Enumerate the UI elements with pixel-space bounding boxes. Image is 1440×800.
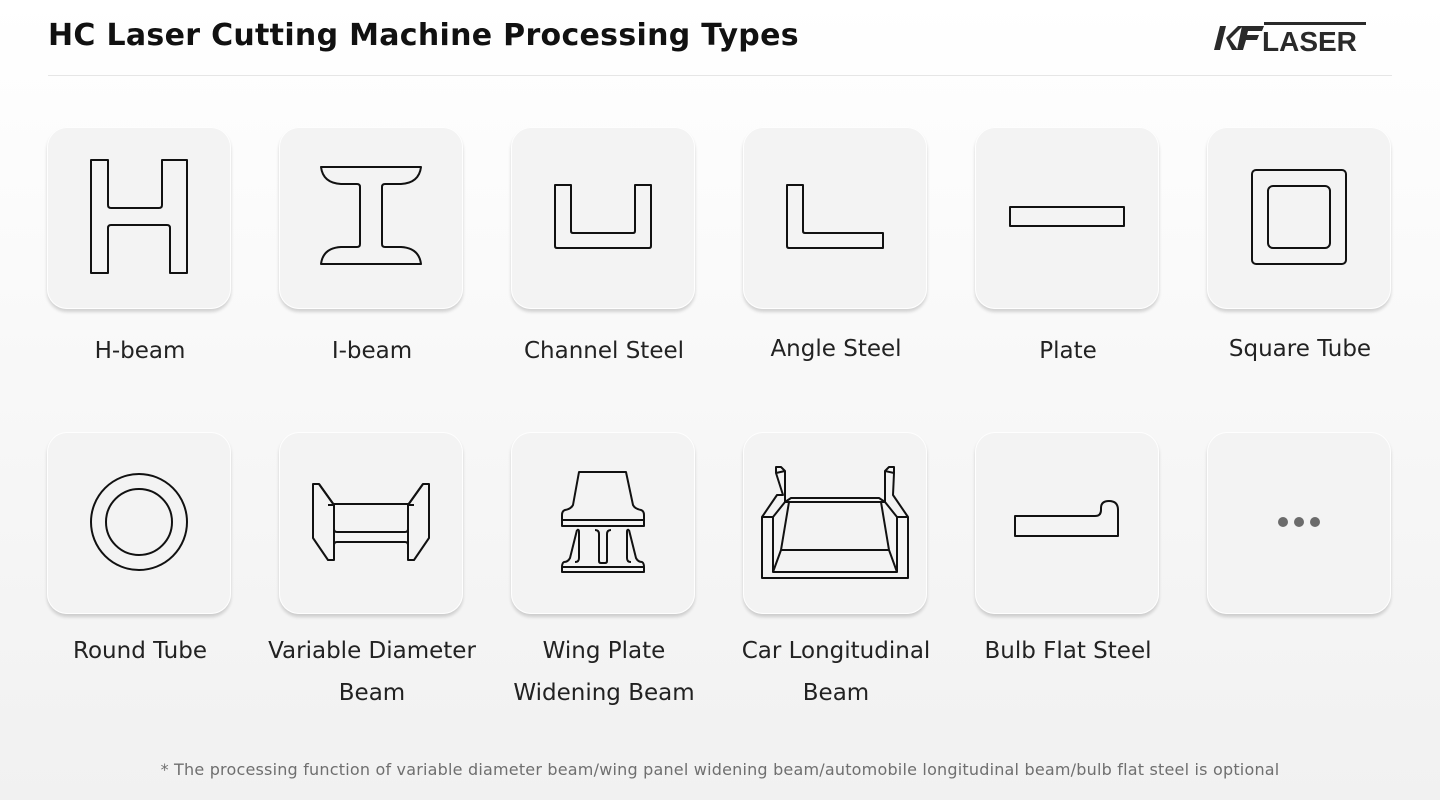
card-plate[interactable] <box>975 127 1159 309</box>
page-title: HC Laser Cutting Machine Processing Type… <box>48 18 799 53</box>
kf-laser-logo: LASER <box>1212 20 1368 57</box>
label-i-beam: I-beam <box>331 338 413 364</box>
angle-steel-icon <box>786 184 884 249</box>
round-tube-icon <box>90 473 188 571</box>
label-angle-steel: Angle Steel <box>770 336 902 362</box>
logo-icon: LASER <box>1214 22 1366 57</box>
i-beam-icon <box>320 166 422 265</box>
footnote: * The processing function of variable di… <box>160 760 1280 779</box>
card-variable-diameter-beam[interactable] <box>279 432 463 614</box>
channel-steel-icon <box>554 184 652 249</box>
variable-diameter-beam-icon <box>312 483 430 561</box>
label-h-beam: H-beam <box>94 338 186 364</box>
wing-plate-widening-beam-icon <box>561 471 645 573</box>
card-more[interactable] <box>1207 432 1391 614</box>
label-wing-plate-widening-beam: Wing Plate Widening Beam <box>513 638 695 706</box>
square-tube-icon <box>1251 169 1347 265</box>
card-wing-plate-widening-beam[interactable] <box>511 432 695 614</box>
label-round-tube: Round Tube <box>73 638 207 664</box>
label-square-tube: Square Tube <box>1228 336 1372 362</box>
card-car-longitudinal-beam[interactable] <box>743 432 927 614</box>
card-angle-steel[interactable] <box>743 127 927 309</box>
card-channel-steel[interactable] <box>511 127 695 309</box>
card-bulb-flat-steel[interactable] <box>975 432 1159 614</box>
bulb-flat-steel-icon <box>1014 500 1119 537</box>
more-dots-icon <box>1278 517 1320 527</box>
card-square-tube[interactable] <box>1207 127 1391 309</box>
label-channel-steel: Channel Steel <box>523 338 685 364</box>
svg-text:LASER: LASER <box>1262 26 1357 54</box>
card-h-beam[interactable] <box>47 127 231 309</box>
card-i-beam[interactable] <box>279 127 463 309</box>
label-car-longitudinal-beam: Car Longitudinal Beam <box>741 638 931 706</box>
card-round-tube[interactable] <box>47 432 231 614</box>
label-plate: Plate <box>1039 338 1097 364</box>
label-bulb-flat-steel: Bulb Flat Steel <box>984 638 1152 664</box>
plate-icon <box>1009 206 1125 227</box>
label-variable-diameter-beam: Variable Diameter Beam <box>268 638 476 706</box>
h-beam-icon <box>90 159 188 274</box>
car-longitudinal-beam-icon <box>761 466 909 579</box>
header-divider <box>48 75 1392 76</box>
